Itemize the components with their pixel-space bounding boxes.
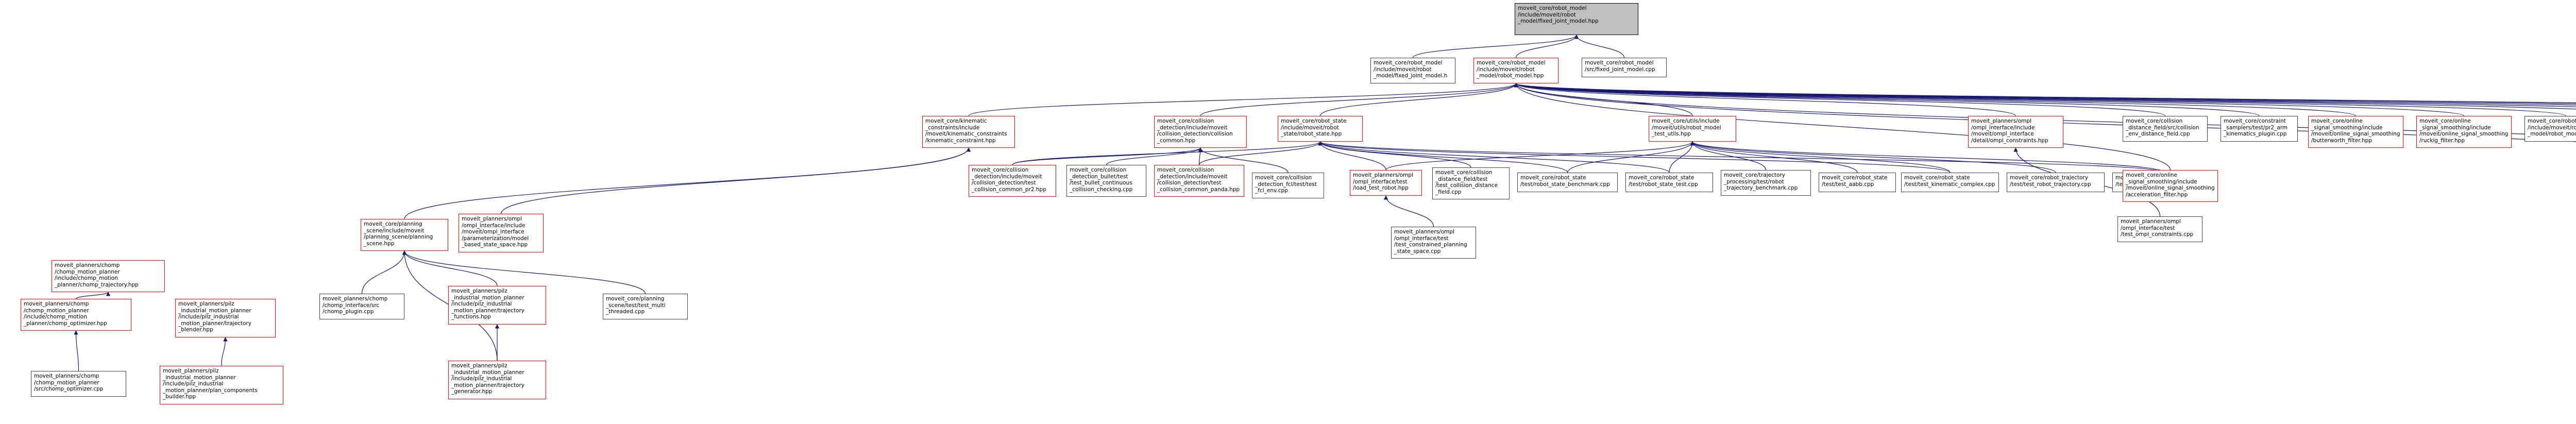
graph-node-multi-thread[interactable]: moveit_core/planning _scene/test/test_mu…: [603, 294, 688, 319]
edge-coll-pr2-to-robot-state: [1012, 141, 1323, 165]
graph-node-rm-h[interactable]: moveit_core/robot_model /include/moveit/…: [2524, 116, 2576, 142]
graph-node-coll-common[interactable]: moveit_core/collision _detection/include…: [1154, 116, 1247, 148]
graph-node-test-cdf[interactable]: moveit_core/collision _distance_field/te…: [1432, 167, 1510, 199]
edge-rt-bench-to-test-utils: [1690, 141, 1767, 171]
edge-load-robot-to-robot-state: [1318, 141, 1386, 171]
edge-cart-interp-to-robot-state: [1318, 141, 2165, 173]
edge-integ-tip-to-rm-hpp: [1514, 83, 2576, 104]
edge-ompl-constraints-to-rm-hpp: [1514, 83, 2016, 116]
edge-coll-panda-to-coll-common: [1198, 147, 1203, 165]
graph-node-constrained-ss[interactable]: moveit_planners/ompl /ompl_interface/tes…: [1391, 227, 1476, 259]
edge-rs-test-to-test-utils: [1669, 141, 1695, 173]
edge-multi-thread-to-planning-scene: [402, 250, 646, 294]
edge-kin-con-to-rm-hpp: [968, 83, 1518, 116]
graph-node-plan-builder[interactable]: moveit_planners/pilz _industrial_motion_…: [160, 366, 283, 404]
graph-node-planning-scene[interactable]: moveit_core/planning _scene/include/move…: [361, 219, 448, 251]
graph-node-ruckig[interactable]: moveit_core/online _signal_smoothing/inc…: [2416, 116, 2512, 148]
graph-node-pr2-arm[interactable]: moveit_core/constraint _samplers/test/pr…: [2221, 116, 2298, 142]
graph-node-chomp-plugin[interactable]: moveit_planners/chomp /chomp_interface/s…: [319, 294, 404, 319]
edge-aabb-to-test-utils: [1690, 141, 1858, 173]
edge-rm-h-to-rm-hpp: [1514, 83, 2566, 116]
edge-rs-bench-to-robot-state: [1318, 141, 1568, 173]
edge-chomp-opt-cpp-to-chomp-opt-hpp: [74, 330, 79, 371]
graph-node-traj-generator[interactable]: moveit_planners/pilz _industrial_motion_…: [448, 361, 546, 399]
graph-node-butterworth[interactable]: moveit_core/online _signal_smoothing/inc…: [2308, 116, 2403, 148]
edge-kin-complex-to-robot-state: [1318, 141, 1951, 173]
graph-node-bullet-cont[interactable]: moveit_core/collision _detection_bullet/…: [1066, 165, 1146, 197]
graph-node-coll-panda[interactable]: moveit_core/collision _detection/include…: [1154, 165, 1244, 197]
edge-rs-bench-to-test-utils: [1567, 141, 1695, 173]
graph-node-rt-bench[interactable]: moveit_core/trajectory _processing/test/…: [1721, 170, 1811, 196]
edge-fjm-h-to-root: [1412, 35, 1579, 58]
graph-node-chomp-opt-cpp[interactable]: moveit_planners/chomp /chomp_motion_plan…: [31, 371, 126, 397]
graph-node-chomp-opt-hpp[interactable]: moveit_planners/chomp /chomp_motion_plan…: [21, 299, 131, 331]
graph-node-kin-complex[interactable]: moveit_core/robot_state /test/test_kinem…: [1901, 173, 1999, 192]
edge-accel-to-rm-hpp: [1514, 83, 2171, 171]
edge-rs-test-to-robot-state: [1318, 141, 1670, 173]
edge-bullet-cont-to-coll-common: [1106, 147, 1203, 165]
edge-ruckig-to-rm-hpp: [1514, 83, 2465, 116]
edge-constrained-ss-to-load-robot: [1383, 195, 1434, 227]
graph-node-model-ss[interactable]: moveit_planners/ompl /ompl_interface/inc…: [459, 214, 544, 252]
edge-traj-functions-to-planning-scene: [402, 250, 498, 286]
graph-node-kin-con[interactable]: moveit_core/kinematic _constraints/inclu…: [922, 116, 1015, 148]
graph-node-ompl-cons-test[interactable]: moveit_planners/ompl /ompl_interface/tes…: [2117, 216, 2202, 242]
edge-coll-common-to-rm-hpp: [1200, 83, 1518, 116]
edge-kin-complex-to-test-utils: [1690, 141, 1951, 173]
graph-node-chomp-traj[interactable]: moveit_planners/chomp /chomp_motion_plan…: [52, 260, 165, 292]
edge-chomp-plugin-to-planning-scene: [361, 250, 407, 294]
edge-model-ss-to-kin-con: [500, 147, 971, 214]
graph-node-coll-pr2[interactable]: moveit_core/collision _detection/include…: [969, 165, 1056, 197]
graph-node-root[interactable]: moveit_core/robot_model /include/moveit/…: [1515, 3, 1638, 35]
edge-load-robot-to-test-utils: [1385, 141, 1695, 171]
graph-node-rs-test[interactable]: moveit_core/robot_state /test/robot_stat…: [1625, 173, 1713, 192]
graph-node-aabb[interactable]: moveit_core/robot_state /test/test_aabb.…: [1819, 173, 1896, 192]
edge-coll-pr2-to-coll-common: [1012, 147, 1203, 165]
edge-plan-builder-to-traj-blender: [221, 337, 228, 366]
graph-node-ompl-constraints[interactable]: moveit_planners/ompl /ompl_interface/inc…: [1968, 116, 2063, 148]
graph-node-cdf-env[interactable]: moveit_core/collision _distance_field/sr…: [2123, 116, 2208, 142]
edge-planning-scene-to-kin-con: [404, 147, 971, 219]
graph-node-traj-functions[interactable]: moveit_planners/pilz _industrial_motion_…: [448, 286, 546, 325]
graph-node-rt-test[interactable]: moveit_core/robot_trajectory /test/test_…: [2007, 173, 2105, 192]
graph-node-rs-bench[interactable]: moveit_core/robot_state /test/robot_stat…: [1517, 173, 1618, 192]
graph-node-accel[interactable]: moveit_core/online _signal_smoothing/inc…: [2123, 170, 2218, 202]
graph-node-test-utils[interactable]: moveit_core/utils/include /moveit/utils/…: [1649, 116, 1736, 142]
graph-node-load-robot[interactable]: moveit_planners/ompl /ompl_interface/tes…: [1350, 170, 1422, 196]
edge-cdf-env-to-rm-hpp: [1514, 83, 2166, 116]
graph-node-fjm-h[interactable]: moveit_core/robot_model /include/moveit/…: [1370, 58, 1455, 83]
graph-node-robot-state[interactable]: moveit_core/robot_state /include/moveit/…: [1278, 116, 1363, 142]
edge-cart-interp-to-test-utils: [1690, 141, 2165, 173]
edge-rm-hpp-to-root: [1515, 35, 1579, 58]
edge-robot-state-to-rm-hpp: [1319, 83, 1518, 116]
edge-chomp-opt-hpp-to-chomp-traj: [75, 292, 111, 299]
graph-node-rm-hpp[interactable]: moveit_core/robot_model /include/moveit/…: [1473, 58, 1558, 83]
edge-coll-panda-to-robot-state: [1198, 141, 1323, 165]
edge-butterworth-to-rm-hpp: [1514, 83, 2357, 116]
graph-node-traj-blender[interactable]: moveit_planners/pilz _industrial_motion_…: [175, 299, 276, 337]
graph-node-fjm-cpp[interactable]: moveit_core/robot_model /src/fixed_joint…: [1582, 58, 1667, 77]
graph-node-fcl-env[interactable]: moveit_core/collision _detection_fcl/tes…: [1252, 173, 1324, 198]
edge-pr2-arm-to-rm-hpp: [1514, 83, 2260, 116]
edge-fjm-cpp-to-root: [1574, 35, 1625, 58]
